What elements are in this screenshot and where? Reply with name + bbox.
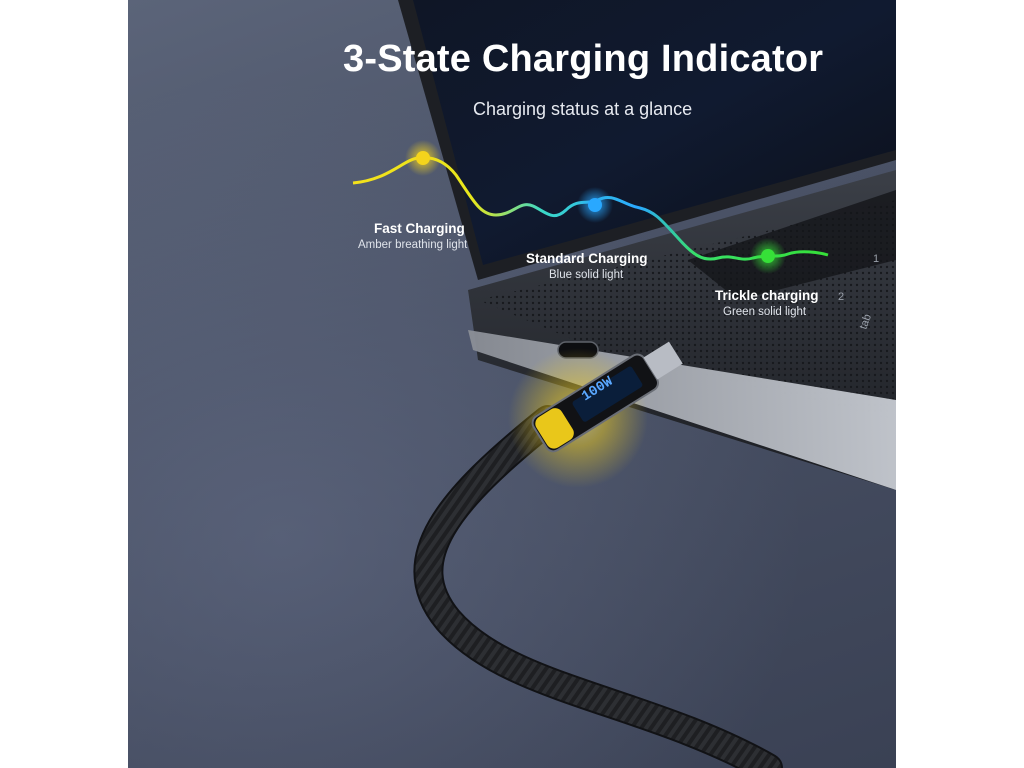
keyboard-area (688, 190, 896, 300)
braided-cable (413, 405, 783, 768)
blue-dot-icon (577, 187, 613, 223)
product-image-frame: 1 2 tab 100W (128, 0, 896, 768)
state-desc-fast: Amber breathing light (358, 239, 468, 251)
state-desc-standard: Blue solid light (549, 269, 624, 281)
state-label-trickle: Trickle charging (715, 288, 819, 303)
amber-dot-icon (405, 140, 441, 176)
usb-c-connector: 100W (508, 341, 683, 488)
key-label-tab: tab (858, 313, 875, 331)
green-dot-icon (750, 238, 786, 274)
page-title: 3-State Charging Indicator (343, 38, 824, 80)
page-subtitle: Charging status at a glance (473, 99, 693, 119)
product-scene: 1 2 tab 100W (352, 0, 896, 768)
state-label-standard: Standard Charging (526, 251, 648, 266)
state-desc-trickle: Green solid light (723, 306, 807, 318)
key-label-1: 1 (873, 253, 879, 265)
state-label-fast: Fast Charging (374, 221, 465, 236)
key-label-2: 2 (838, 291, 844, 303)
laptop-screen (398, 0, 896, 280)
